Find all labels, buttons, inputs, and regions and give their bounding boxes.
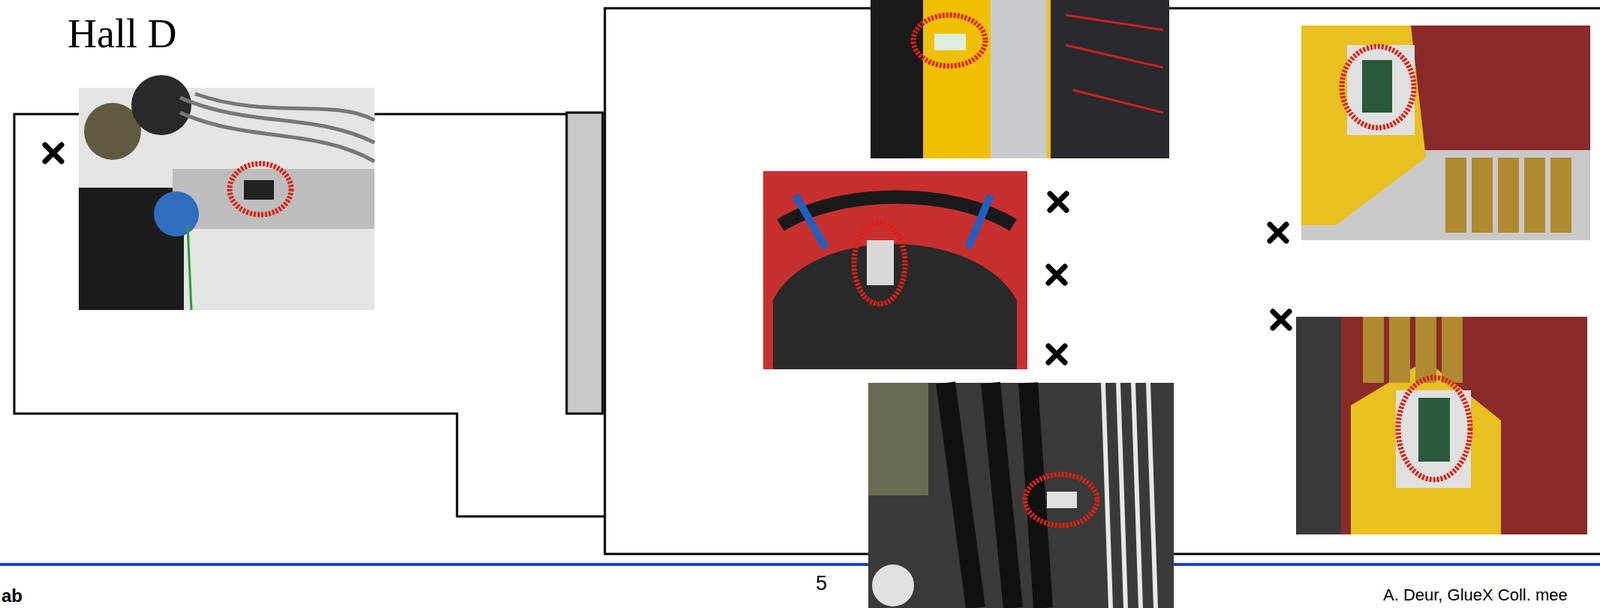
footer-credit: A. Deur, GlueX Coll. mee bbox=[1383, 585, 1568, 605]
wall bbox=[566, 112, 603, 414]
footer-line bbox=[0, 562, 1600, 566]
x-mark bbox=[45, 144, 1290, 363]
sensor-photo bbox=[78, 75, 375, 310]
hall-title: Hall D bbox=[67, 10, 177, 58]
sensor-photo bbox=[763, 171, 1028, 370]
sensor-photo bbox=[1296, 316, 1588, 535]
logo-fragment: ab bbox=[1, 585, 23, 607]
sensor-photo bbox=[1301, 25, 1591, 241]
sensor-photo bbox=[868, 382, 1174, 608]
sensor-photo bbox=[870, 0, 1170, 159]
page-number: 5 bbox=[815, 571, 828, 596]
